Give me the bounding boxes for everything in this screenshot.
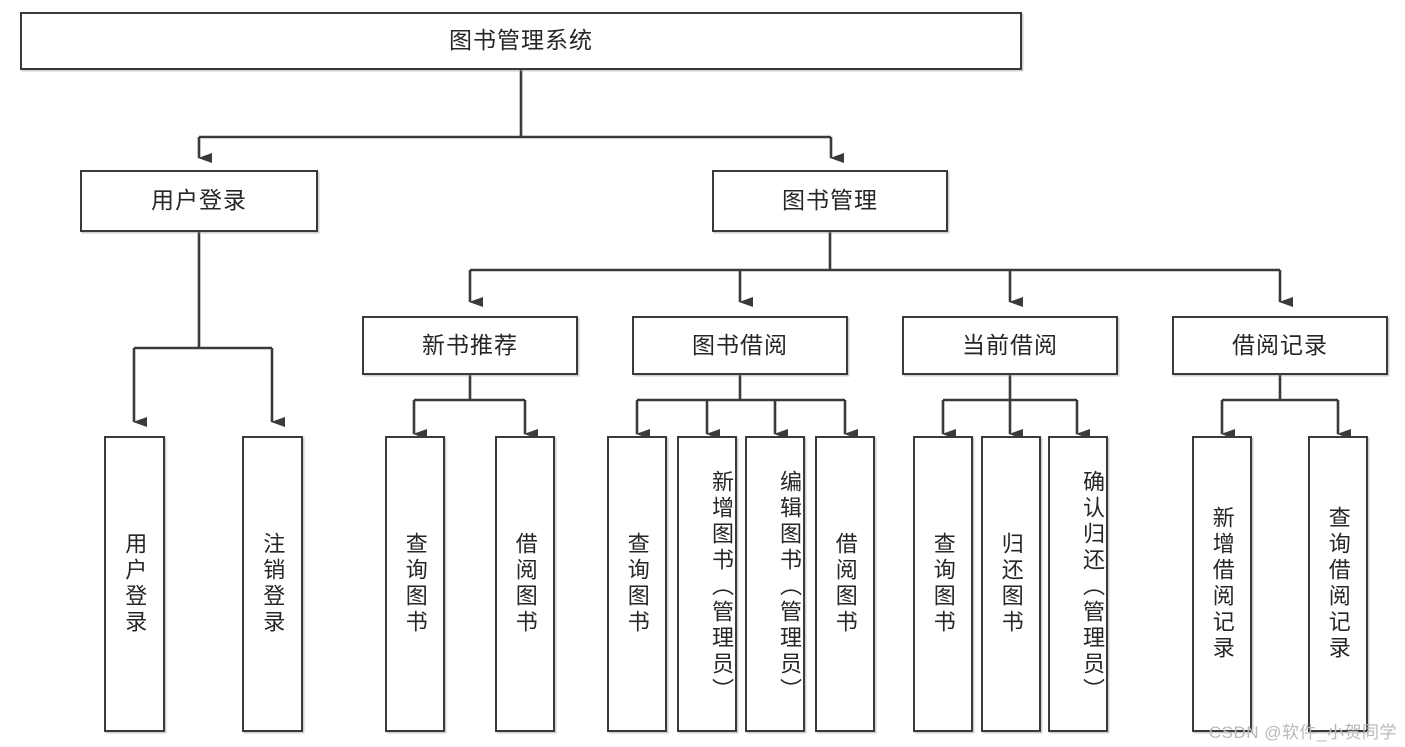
node-current-borrow[interactable]: 当前借阅: [902, 316, 1118, 375]
leaf-edit-book-label: 编辑图书（管理员）: [777, 470, 802, 704]
leaf-add-record-label: 新增借阅记录: [1209, 506, 1235, 662]
leaf-borrow-book-1-label: 借阅图书: [512, 532, 538, 636]
leaf-add-book-label: 新增图书（管理员）: [709, 470, 734, 704]
leaf-logout-login-label: 注销登录: [260, 532, 286, 636]
node-root-label: 图书管理系统: [449, 27, 593, 54]
node-root[interactable]: 图书管理系统: [20, 12, 1022, 70]
leaf-borrow-book-1[interactable]: 借阅图书: [495, 436, 555, 732]
leaf-borrow-book-2-label: 借阅图书: [832, 532, 858, 636]
leaf-query-book-2[interactable]: 查询图书: [607, 436, 667, 732]
leaf-query-book-2-label: 查询图书: [624, 532, 650, 636]
leaf-query-book-1-label: 查询图书: [402, 532, 428, 636]
leaf-confirm-return-label: 确认归还（管理员）: [1080, 470, 1105, 704]
node-user-login-label: 用户登录: [151, 187, 247, 214]
leaf-return-book[interactable]: 归还图书: [981, 436, 1041, 732]
node-new-book-recommend-label: 新书推荐: [422, 331, 518, 358]
leaf-query-record[interactable]: 查询借阅记录: [1308, 436, 1368, 732]
leaf-query-book-3-label: 查询图书: [930, 532, 956, 636]
node-book-borrow-label: 图书借阅: [692, 331, 788, 358]
node-new-book-recommend[interactable]: 新书推荐: [362, 316, 578, 375]
node-book-management-label: 图书管理: [782, 187, 878, 214]
leaf-logout-login[interactable]: 注销登录: [242, 436, 303, 732]
node-current-borrow-label: 当前借阅: [962, 331, 1058, 358]
leaf-edit-book[interactable]: 编辑图书（管理员）: [745, 436, 805, 732]
leaf-user-login[interactable]: 用户登录: [104, 436, 165, 732]
csdn-watermark: CSDN @软件_小贺同学: [1208, 723, 1397, 742]
node-borrow-record[interactable]: 借阅记录: [1172, 316, 1388, 375]
leaf-query-record-label: 查询借阅记录: [1325, 506, 1351, 662]
leaf-confirm-return[interactable]: 确认归还（管理员）: [1048, 436, 1108, 732]
node-borrow-record-label: 借阅记录: [1232, 331, 1328, 358]
leaf-query-book-3[interactable]: 查询图书: [913, 436, 973, 732]
leaf-query-book-1[interactable]: 查询图书: [385, 436, 445, 732]
leaf-add-record[interactable]: 新增借阅记录: [1192, 436, 1252, 732]
leaf-borrow-book-2[interactable]: 借阅图书: [815, 436, 875, 732]
node-user-login[interactable]: 用户登录: [80, 170, 318, 232]
node-book-borrow[interactable]: 图书借阅: [632, 316, 848, 375]
leaf-return-book-label: 归还图书: [998, 532, 1024, 636]
node-book-management[interactable]: 图书管理: [712, 170, 948, 232]
leaf-add-book[interactable]: 新增图书（管理员）: [677, 436, 737, 732]
leaf-user-login-label: 用户登录: [122, 532, 148, 636]
